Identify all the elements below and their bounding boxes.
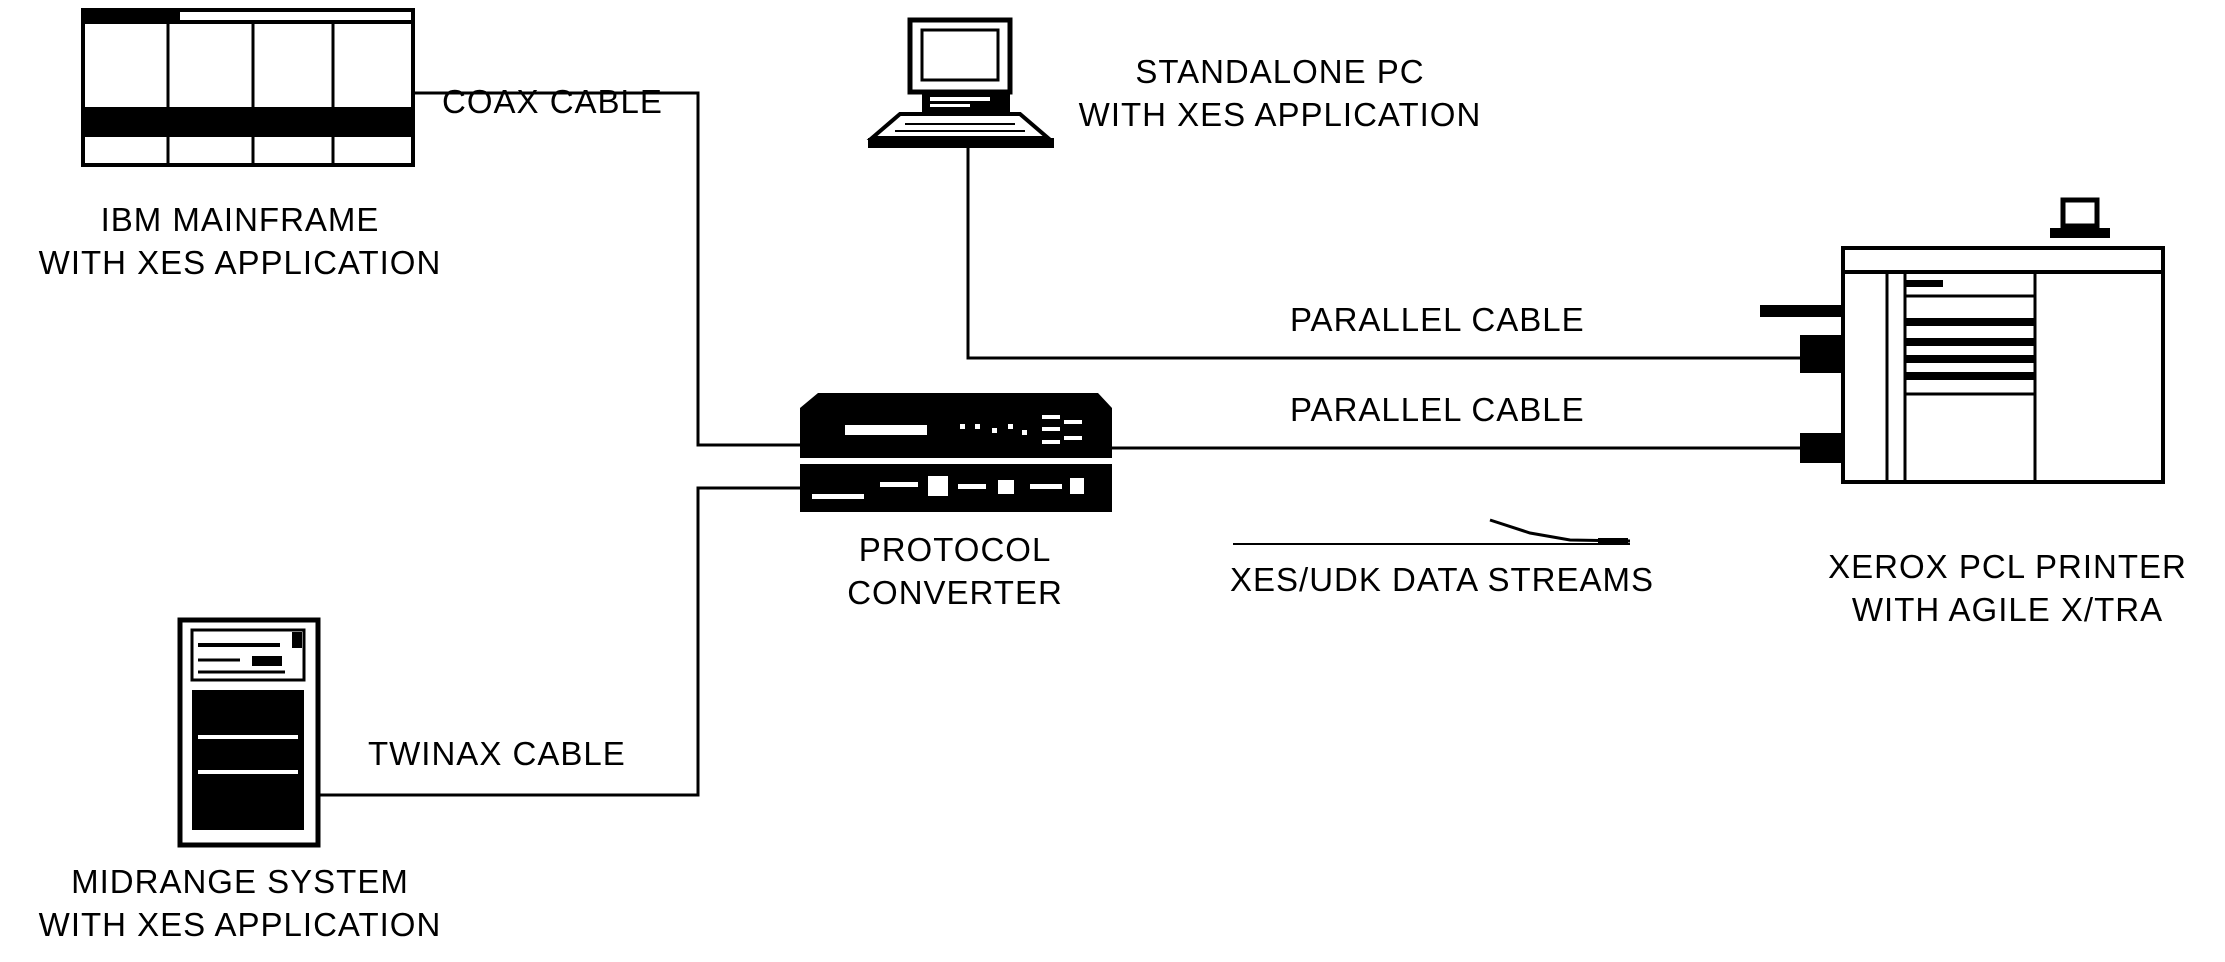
midrange-label-line2: WITH XES APPLICATION	[38, 906, 442, 943]
coax-cable-line	[413, 91, 800, 447]
data-streams-label: XES/UDK DATA STREAMS	[1230, 561, 1655, 598]
cables	[318, 91, 1800, 797]
midrange-label: MIDRANGE SYSTEM WITH XES APPLICATION	[0, 860, 480, 946]
printer-label: XEROX PCL PRINTER WITH AGILE X/TRA	[1790, 545, 2225, 631]
midrange-label-line1: MIDRANGE SYSTEM	[71, 863, 409, 900]
standalone-pc-label: STANDALONE PC WITH XES APPLICATION	[1030, 50, 1530, 136]
printer-label-line2: WITH AGILE X/TRA	[1851, 591, 2164, 628]
mainframe-label: IBM MAINFRAME WITH XES APPLICATION	[0, 198, 480, 284]
data-stream-marks	[1233, 518, 1631, 545]
parallel-cable-top-label: PARALLEL CABLE	[1290, 301, 1585, 338]
twinax-cable-label: TWINAX CABLE	[368, 735, 626, 772]
desktop-pc-icon	[866, 17, 1054, 148]
mainframe-label-line1: IBM MAINFRAME	[100, 201, 380, 238]
standalone-pc-label-line1: STANDALONE PC	[1135, 53, 1425, 90]
printer-label-line1: XEROX PCL PRINTER	[1828, 548, 2187, 585]
protocol-converter-icon	[800, 393, 1112, 512]
protocol-converter-label-line2: CONVERTER	[847, 574, 1063, 611]
protocol-converter-label-line1: PROTOCOL	[858, 531, 1052, 568]
mainframe-label-line2: WITH XES APPLICATION	[38, 244, 442, 281]
coax-cable-label: COAX CABLE	[442, 83, 663, 120]
mainframe-icon	[81, 8, 415, 167]
printer-icon	[1760, 197, 2165, 484]
pc-parallel-cable-line	[966, 148, 1800, 360]
twinax-cable-line	[318, 486, 800, 797]
protocol-converter-label: PROTOCOL CONVERTER	[770, 528, 1140, 614]
parallel-cable-bottom-label: PARALLEL CABLE	[1290, 391, 1585, 428]
standalone-pc-label-line2: WITH XES APPLICATION	[1078, 96, 1482, 133]
midrange-server-icon	[177, 617, 321, 848]
